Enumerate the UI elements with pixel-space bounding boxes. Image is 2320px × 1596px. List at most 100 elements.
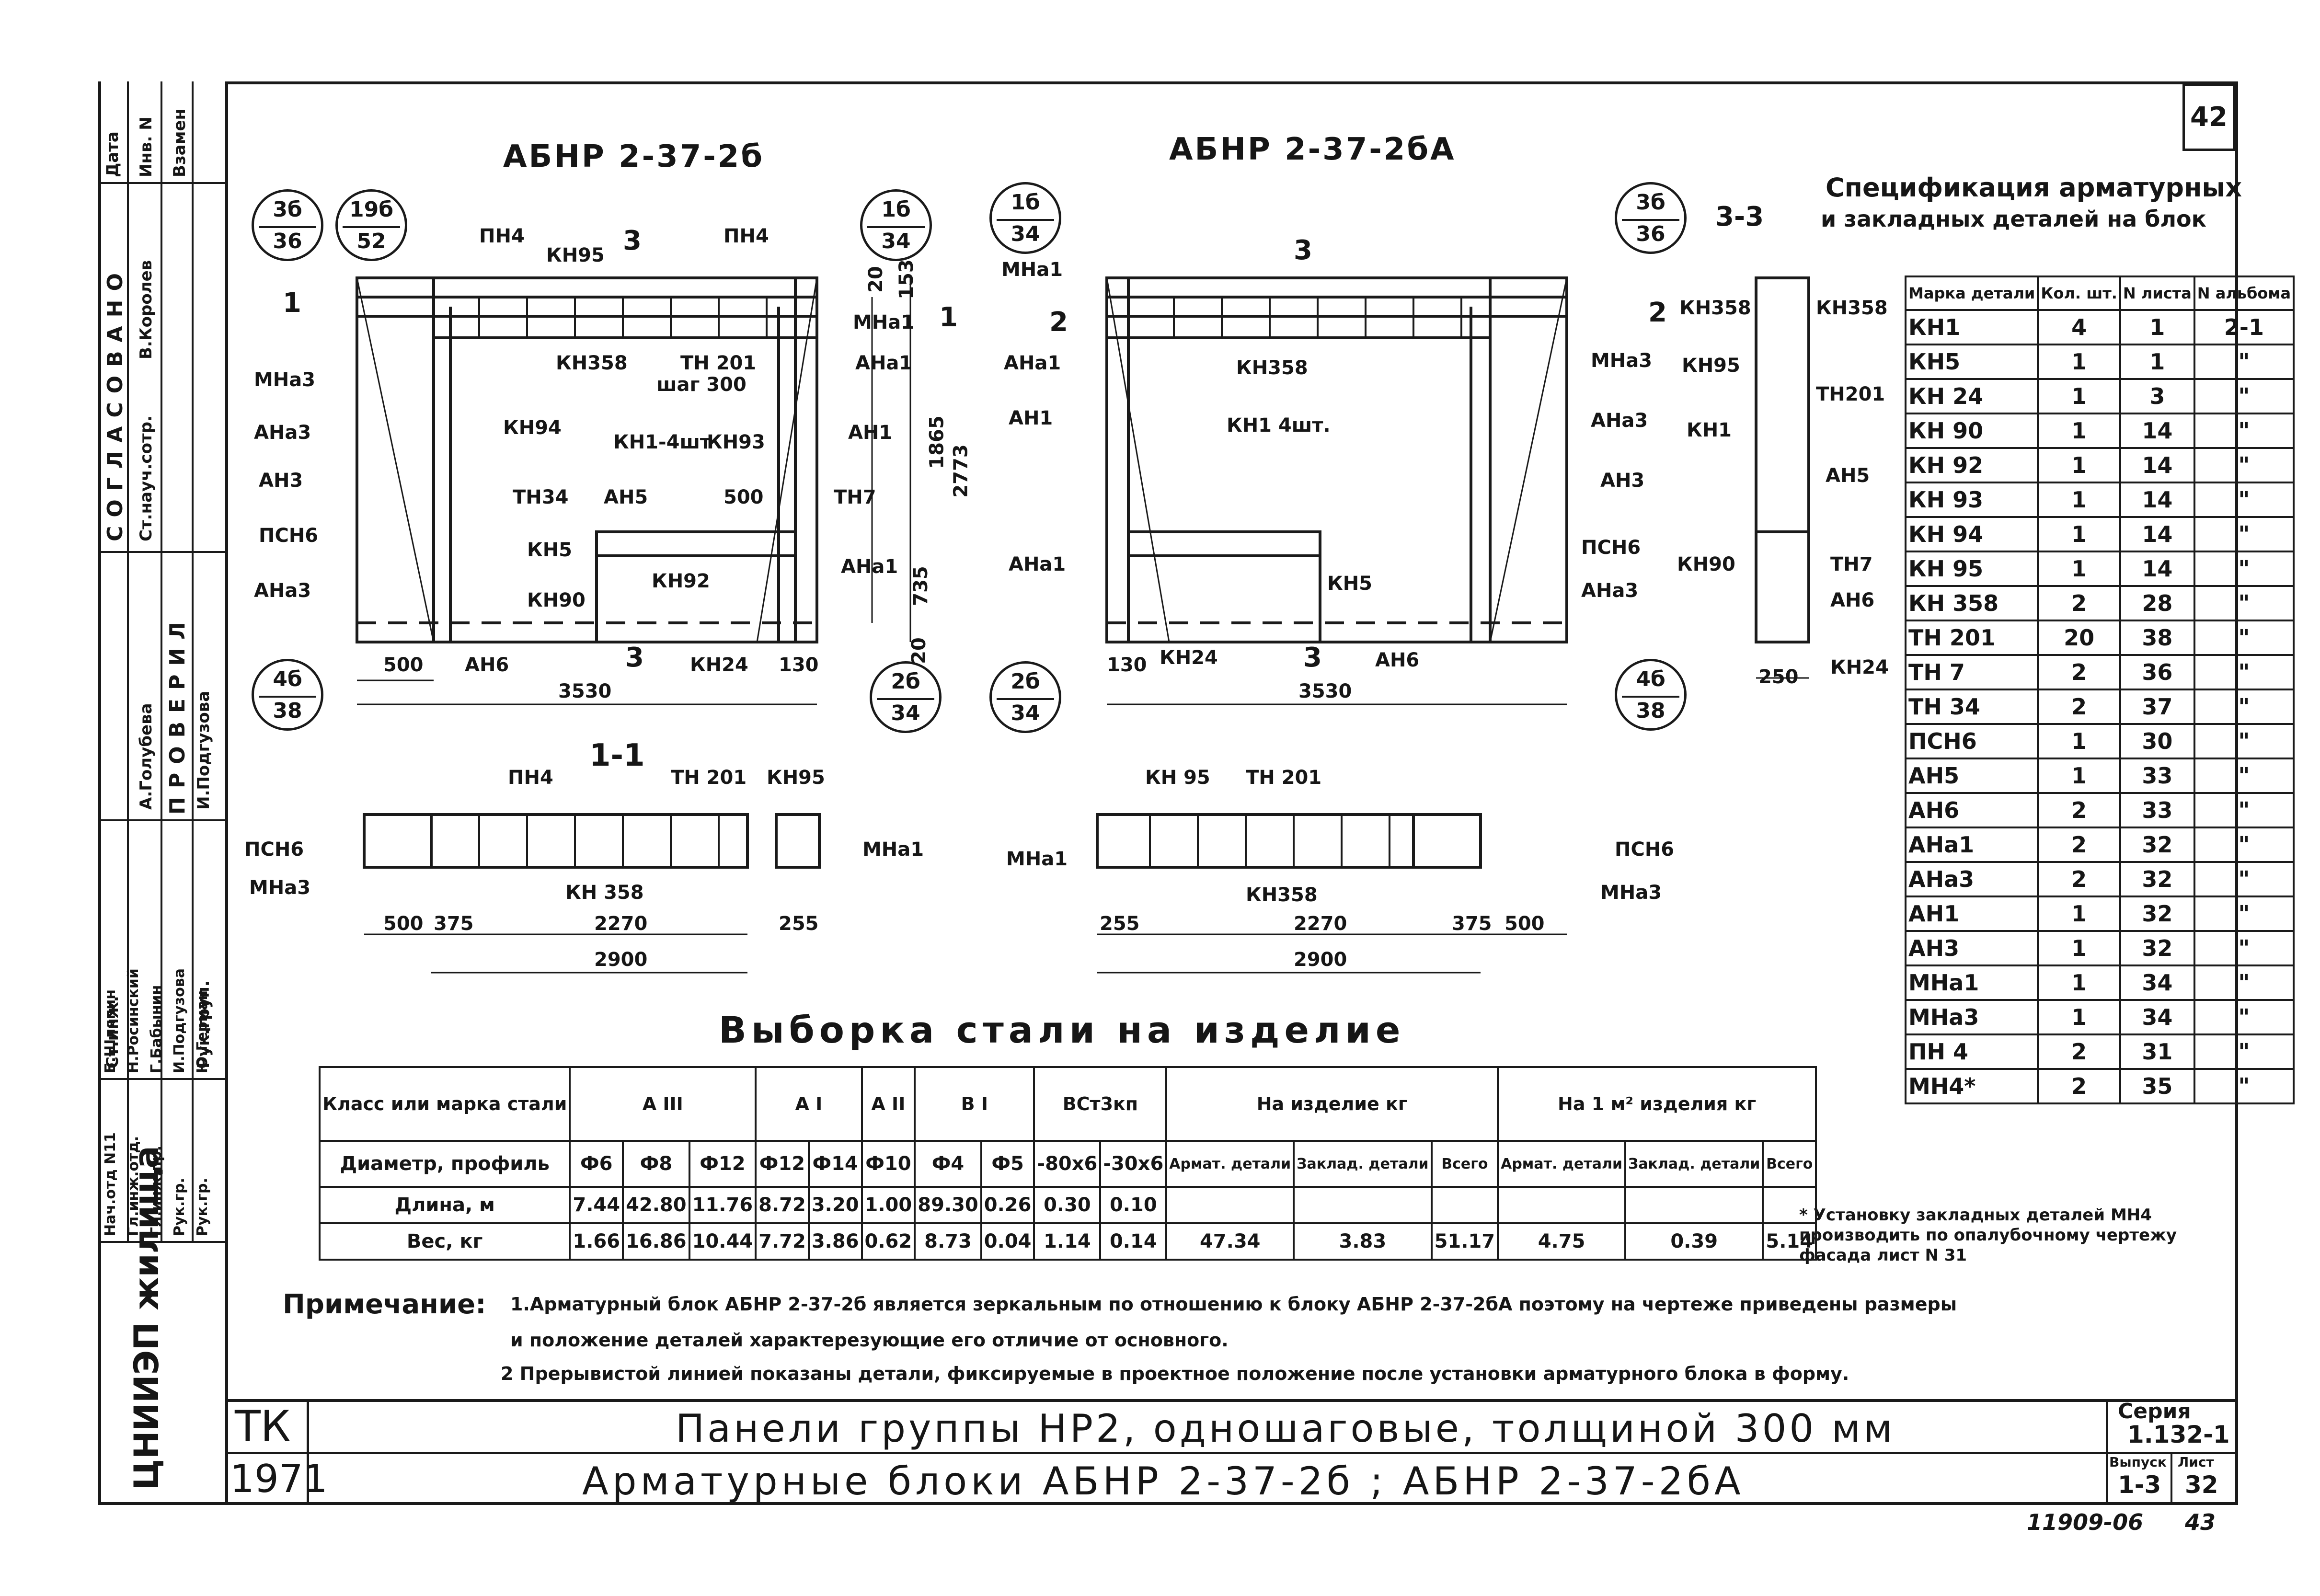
spec-cell: "	[2193, 482, 2295, 518]
steel-length-cell: 0.30	[1033, 1186, 1102, 1224]
spec-cell: 14	[2119, 482, 2195, 518]
frame-line-inner-left	[225, 81, 228, 1504]
spec-cell: 4	[2037, 309, 2121, 345]
spec-cell: 20	[2037, 620, 2121, 656]
titleblock-vline-1	[307, 1399, 309, 1502]
steel-weight-cell: 0.04	[980, 1222, 1035, 1261]
steel-diam-cell: -80х6	[1033, 1140, 1102, 1188]
frame-line-left	[98, 81, 101, 1504]
sec-kn95-left	[775, 813, 821, 869]
side-stamp-col-divider-3	[192, 81, 194, 1241]
lbl-s2-kn358: КН358	[1246, 884, 1318, 906]
lbl-step300: шаг 300	[656, 374, 747, 396]
steel-class-label: Класс или марка стали	[318, 1066, 571, 1142]
steel-weight-cell: 0.62	[861, 1222, 916, 1261]
steel-diam-cell: Заклад. детали	[1293, 1140, 1433, 1188]
spec-cell: 33	[2119, 758, 2195, 794]
spec-cell: ПН 4	[1904, 1033, 2039, 1070]
lbl-dim-500-a: 500	[383, 654, 424, 676]
lbl-33-250: 250	[1758, 666, 1799, 688]
spec-cell: АН1	[1904, 896, 2039, 932]
lbl-s1-psn6: ПСН6	[244, 838, 304, 861]
spec-cell: ТН 201	[1904, 620, 2039, 656]
spec-cell: "	[2193, 1068, 2295, 1104]
lbl-s1-2900: 2900	[594, 949, 648, 971]
lbl-s1-mna3: МНа3	[249, 877, 311, 899]
steel-length-label: Длина, м	[318, 1186, 571, 1224]
lbl-r-an1: АН1	[1009, 407, 1053, 429]
lbl-r-dim-3530: 3530	[1298, 680, 1352, 702]
right-panel-outline	[1105, 276, 1568, 643]
lbl-s1-255: 255	[779, 913, 819, 935]
lbl-r-psn6: ПСН6	[1581, 537, 1641, 559]
spec-cell: "	[2193, 861, 2295, 897]
steel-diam-cell: Армат. детали	[1497, 1140, 1626, 1188]
spec-cell: 14	[2119, 516, 2195, 552]
spec-cell: 3	[2119, 378, 2195, 414]
lbl-33-kn90: КН90	[1677, 553, 1735, 575]
spec-cell: "	[2193, 999, 2295, 1035]
spec-cell: 32	[2119, 827, 2195, 863]
spec-cell: "	[2193, 758, 2295, 794]
steel-length-cell: 11.76	[688, 1186, 757, 1224]
spec-cell: КН 24	[1904, 378, 2039, 414]
spec-cell: КН 90	[1904, 413, 2039, 449]
title-right-drawing: АБНР 2-37-2бА	[1169, 132, 1456, 167]
steel-diam-cell: Ф12	[755, 1140, 810, 1188]
spec-cell: "	[2193, 447, 2295, 483]
lbl-ana1-left: АНа1	[855, 352, 913, 374]
lbl-pn4-2: ПН4	[724, 225, 769, 247]
lbl-s2-255: 255	[1100, 913, 1140, 935]
frame-line-top	[225, 81, 2238, 84]
titleblock-series-label: Серия	[2118, 1399, 2191, 1424]
mark-2-left: 2	[1049, 307, 1068, 338]
mark-3-bottom-right: 3	[1303, 642, 1322, 673]
lbl-an3: АН3	[259, 470, 303, 492]
steel-length-cell: 7.44	[569, 1186, 624, 1224]
notes-line1: 1.Арматурный блок АБНР 2-37-2б является …	[510, 1294, 1957, 1315]
side-stamp-row-5	[98, 1241, 225, 1243]
titleblock-vline-2	[2106, 1399, 2108, 1502]
titleblock-issue-label: Выпуск	[2109, 1454, 2167, 1470]
spec-header-cell: Кол. шт.	[2037, 276, 2121, 311]
lbl-dim-3530-a: 3530	[558, 680, 612, 702]
spec-cell: 14	[2119, 413, 2195, 449]
spec-cell: 2	[2037, 1033, 2121, 1070]
lbl-s2-psn6: ПСН6	[1615, 838, 1675, 861]
steel-diam-cell: Ф12	[688, 1140, 757, 1188]
spec-cell: 2-1	[2193, 309, 2295, 345]
frame-line-bottom	[98, 1502, 2238, 1505]
steel-diam-label: Диаметр, профиль	[318, 1140, 571, 1188]
lbl-s1-tn201: ТН 201	[671, 767, 747, 789]
titleblock-mid-line	[225, 1452, 2238, 1454]
spec-cell: 1	[2037, 964, 2121, 1001]
lbl-dim-20-a: 20	[864, 266, 887, 293]
lbl-r-an3: АН3	[1600, 470, 1645, 492]
lbl-mna1-left: МНа1	[853, 311, 915, 333]
steel-weight-cell: 10.44	[688, 1222, 757, 1261]
steel-length-cell	[1165, 1186, 1295, 1224]
spec-cell: 1	[2037, 999, 2121, 1035]
spec-cell: КН 93	[1904, 482, 2039, 518]
spec-cell: "	[2193, 620, 2295, 656]
spec-cell: 1	[2037, 723, 2121, 759]
steel-diam-cell: Ф14	[807, 1140, 863, 1188]
lbl-s1-500: 500	[383, 913, 424, 935]
spec-cell: АН5	[1904, 758, 2039, 794]
section33-outline	[1755, 276, 1810, 643]
lbl-mna3: МНа3	[254, 369, 316, 391]
spec-cell: 33	[2119, 792, 2195, 828]
steel-table: Класс или марка стали А III А I А II В I…	[318, 1066, 1817, 1261]
spec-cell: 2	[2037, 861, 2121, 897]
lbl-ana3-2: АНа3	[254, 580, 311, 602]
